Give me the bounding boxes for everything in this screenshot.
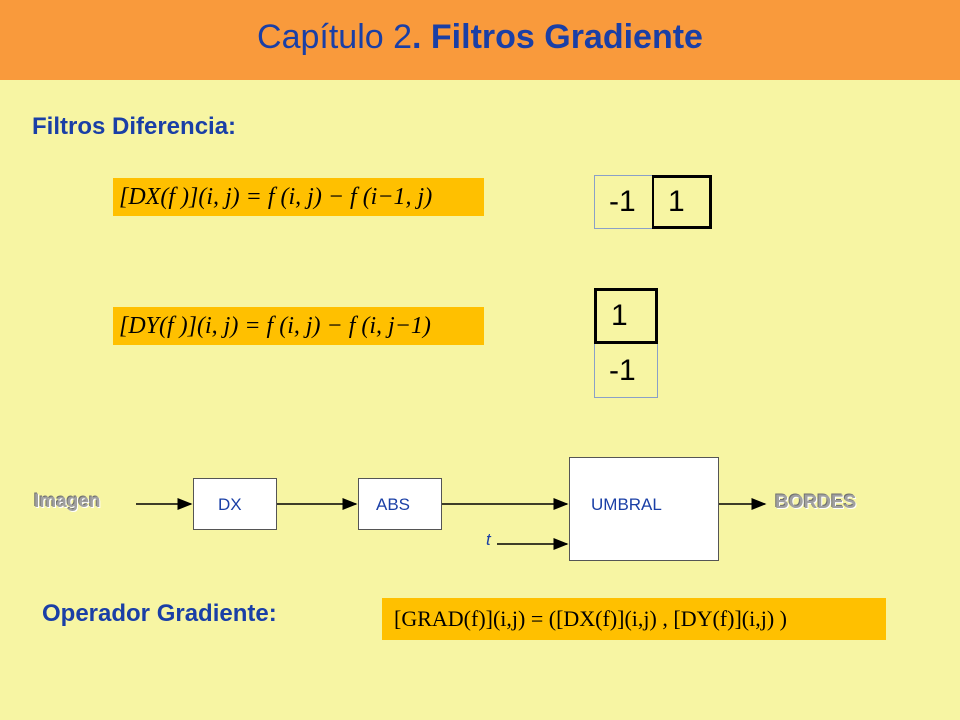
umbral-block bbox=[569, 457, 719, 561]
title-bold: . Filtros Gradiente bbox=[412, 18, 703, 56]
dy-kernel-cell-top: 1 bbox=[594, 288, 658, 344]
dx-kernel-cell-left: -1 bbox=[594, 175, 652, 229]
gradient-formula: [GRAD(f)](i,j) = ([DX(f)](i,j) , [DY(f)]… bbox=[382, 598, 886, 640]
abs-block bbox=[358, 478, 442, 530]
dx-kernel-cell-right: 1 bbox=[652, 175, 712, 229]
dx-block-label: DX bbox=[218, 495, 242, 514]
dy-kernel-cell-bottom: -1 bbox=[594, 344, 658, 398]
section-title: Filtros Diferencia: bbox=[32, 113, 237, 140]
dy-kernel-value-top: 1 bbox=[611, 299, 628, 332]
input-label: Imagen bbox=[34, 491, 101, 512]
threshold-label: t bbox=[486, 530, 491, 549]
dy-formula: [DY(f )](i, j) = f (i, j) − f (i, j−1) bbox=[113, 307, 484, 345]
dy-kernel-value-bottom: -1 bbox=[609, 353, 636, 387]
title-prefix: Capítulo 2 bbox=[257, 18, 413, 56]
output-label: BORDES bbox=[775, 492, 857, 513]
page-title: Capítulo 2. Filtros Gradiente bbox=[0, 18, 960, 57]
abs-block-label: ABS bbox=[376, 495, 411, 514]
title-bar bbox=[0, 0, 960, 80]
dx-kernel-value-right: 1 bbox=[668, 185, 685, 218]
gradient-operator-label: Operador Gradiente: bbox=[42, 600, 277, 627]
dx-block bbox=[193, 478, 277, 530]
umbral-block-label: UMBRAL bbox=[591, 495, 662, 514]
dx-formula: [DX(f )](i, j) = f (i, j) − f (i−1, j) bbox=[113, 178, 484, 216]
dx-kernel-value-left: -1 bbox=[609, 185, 636, 218]
